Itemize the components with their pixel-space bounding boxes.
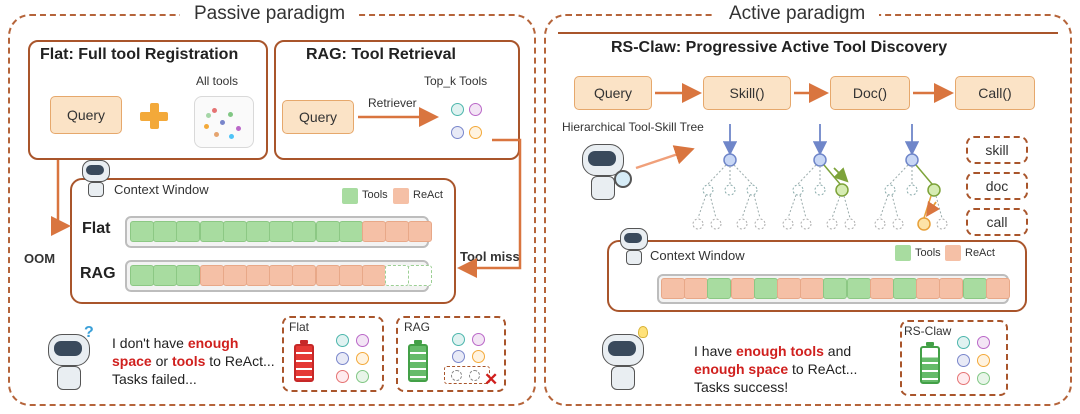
empty-token-segment [408,265,433,286]
robot-to-tree-arrow [635,145,695,170]
call-label: call [966,208,1028,236]
flat-tool-dot [356,334,369,347]
row-rag-label: RAG [80,265,116,282]
legend-tools-swatch [895,245,911,261]
rs-tool-dot [977,372,990,385]
flat-tool-dot [356,370,369,383]
topk-tools-label: Top_k Tools [424,74,488,88]
pipeline-doc: Doc() [830,76,910,110]
robot-confused-icon: ? [44,324,94,392]
doc-label: doc [966,172,1028,200]
flat-tool-dot [336,352,349,365]
robot-search-icon [578,140,634,202]
flat-card-label: Flat [289,320,310,334]
rag-tool-dot [452,333,465,346]
active-title: Active paradigm [715,3,880,25]
active-header-line [558,32,1058,34]
battery-full-icon [294,340,314,382]
legend-tools-label: Tools [915,247,941,259]
topk-tool-dot [451,126,464,139]
legend-react-label: ReAct [413,189,443,201]
active-header: RS-Claw: Progressive Active Tool Discove… [611,39,948,56]
robot-happy-icon [598,326,650,392]
rs-claw-card-label: RS-Claw [904,324,952,338]
robot-icon [618,228,648,265]
flat-box-title: Flat: Full tool Registration [40,46,239,63]
pipeline-skill: Skill() [703,76,791,110]
retriever-label: Retriever [368,96,417,110]
rag-tool-dot [452,350,465,363]
rs-tool-dot [957,336,970,349]
robot-icon [80,160,110,197]
row-flat-label: Flat [82,220,111,237]
rag-box-title: RAG: Tool Retrieval [306,46,456,63]
active-message: I have enough tools and enough space to … [694,343,858,395]
all-tools-icon [194,96,254,148]
battery-ok-icon [920,342,940,384]
tool-miss-arrow [457,138,522,278]
rag-card-label: RAG [404,320,431,334]
rs-tool-dot [957,372,970,385]
rs-claw-card [900,320,1008,396]
flat-tool-dot [356,352,369,365]
topk-tool-dot [469,103,482,116]
rs-tool-dot [977,354,990,367]
flat-tool-dot [336,370,349,383]
rs-tool-dot [977,336,990,349]
pipeline-query: Query [574,76,652,110]
rag-query-box: Query [282,100,354,134]
pipeline-call: Call() [955,76,1035,110]
active-context-title: Context Window [650,248,745,263]
legend-react-label: ReAct [965,247,995,259]
tool-tree-3 [874,124,948,231]
tool-tree-2 [782,124,856,230]
react-token-segment [408,221,433,242]
cross-icon: ✕ [484,370,499,389]
plus-icon [140,103,168,129]
legend-tools-label: Tools [362,189,388,201]
tool-tree-1 [692,124,766,230]
rag-tool-dot [472,333,485,346]
topk-tool-dot [451,103,464,116]
legend-react-swatch [393,188,409,204]
passive-message: I don't have enough space or tools to Re… [112,335,275,387]
topk-tool-dot [469,126,482,139]
oom-arrow [51,160,71,236]
rs-tool-dot [957,354,970,367]
legend-tools-swatch [342,188,358,204]
flat-tool-dot [336,334,349,347]
battery-ok-icon [408,340,428,382]
tree-label: Hierarchical Tool-Skill Tree [562,120,704,134]
legend-react-swatch [945,245,961,261]
all-tools-label: All tools [196,74,239,88]
react-token-segment [985,278,1010,299]
passive-title: Passive paradigm [180,3,360,25]
skill-label: skill [966,136,1028,164]
rag-tool-dot [472,350,485,363]
flat-query-box: Query [50,96,122,134]
oom-label: OOM [24,251,56,266]
passive-context-title: Context Window [114,182,209,197]
missing-tools-box [444,366,490,384]
